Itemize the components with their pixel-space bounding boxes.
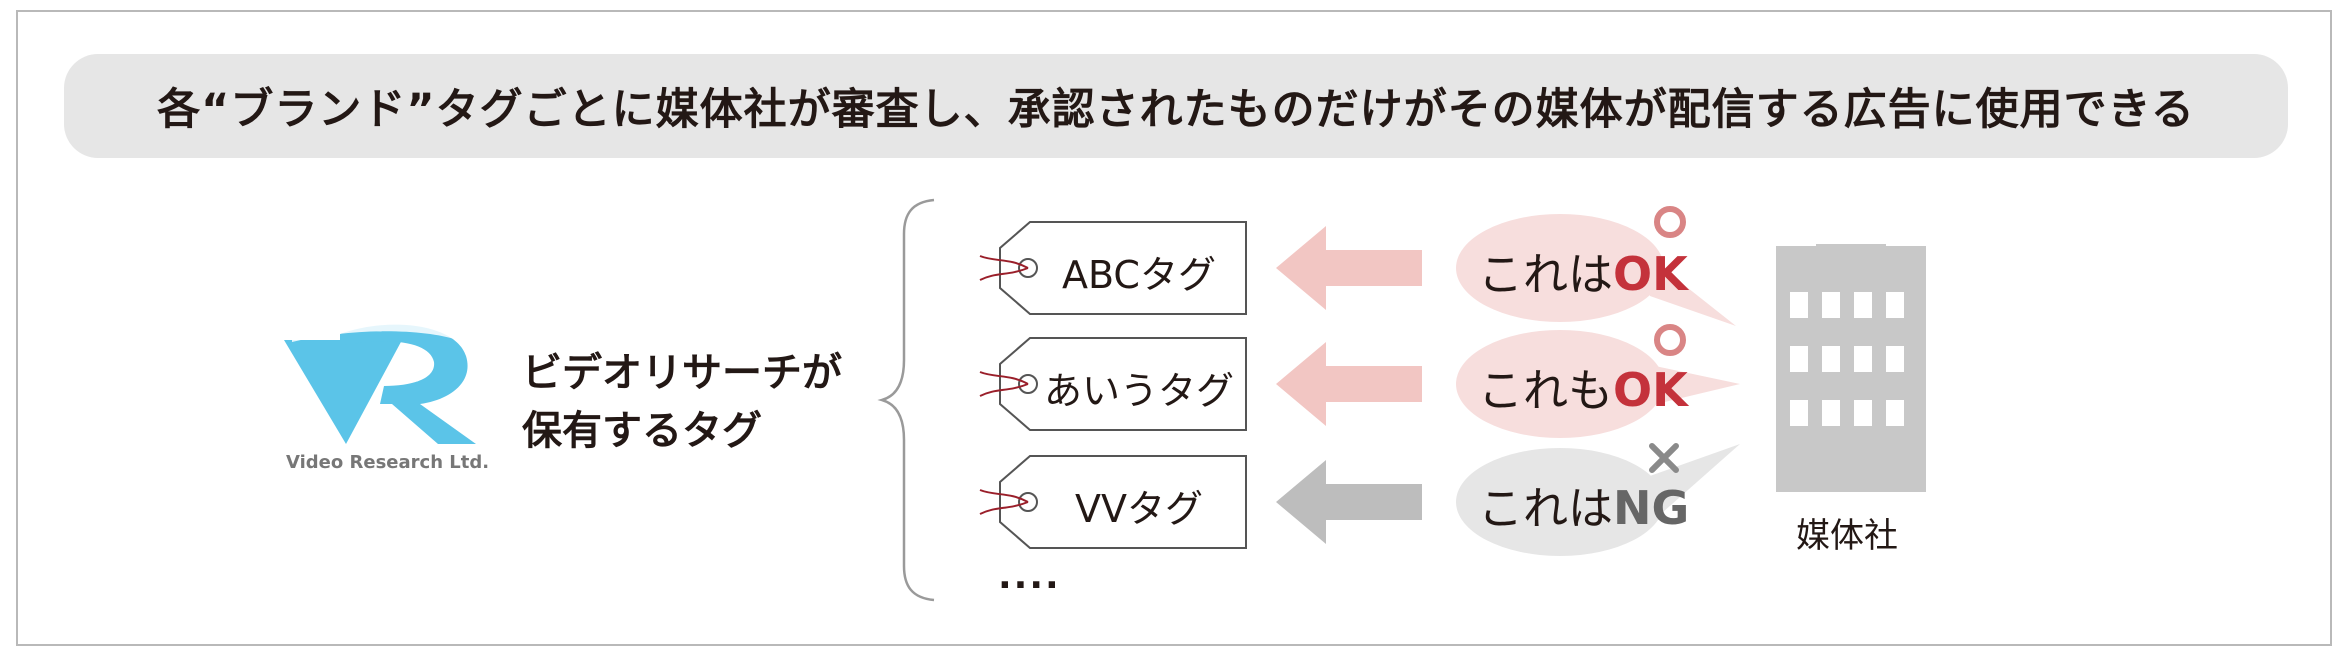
arrow-ok-2 <box>1276 342 1422 426</box>
bubble-ok-2 <box>1456 324 1740 438</box>
review-prefix-1: これは <box>1478 248 1614 301</box>
headline-banner: 各“ブランド”タグごとに媒体社が審査し、承認されたものだけがその媒体が配信する広… <box>64 54 2288 158</box>
review-prefix-3: これは <box>1478 482 1614 535</box>
media-label: 媒体社 <box>1796 516 1898 556</box>
bubble-ng <box>1456 443 1740 556</box>
video-research-logo-icon <box>284 322 476 444</box>
bubble-ok-1 <box>1456 206 1736 326</box>
tag-aiu <box>979 337 1247 431</box>
arrow-ng <box>1276 460 1422 544</box>
tag-label-abc: ABCタグ <box>1062 253 1216 297</box>
tag-abc <box>979 221 1247 315</box>
logo-caption: Video Research Ltd. <box>286 452 490 473</box>
media-building-icon <box>1776 244 1926 492</box>
review-result-2: OK <box>1613 363 1688 417</box>
review-text-2: これもOK <box>1478 354 1688 419</box>
tag-label-aiu: あいうタグ <box>1043 369 1234 413</box>
more-tags-ellipsis: .... <box>998 556 1061 597</box>
curly-brace <box>877 198 935 602</box>
owner-label-line1: ビデオリサーチが <box>522 350 842 396</box>
review-prefix-2: これも <box>1478 364 1614 417</box>
arrow-ok-1 <box>1276 226 1422 310</box>
tag-label-vv: VVタグ <box>1075 487 1203 531</box>
tag-vv <box>979 455 1247 549</box>
review-result-1: OK <box>1613 247 1688 301</box>
owner-label: ビデオリサーチが 保有するタグ <box>522 344 842 460</box>
review-text-3: これはNG <box>1478 472 1689 537</box>
owner-label-line2: 保有するタグ <box>522 408 762 454</box>
review-result-3: NG <box>1613 481 1690 535</box>
headline-text: 各“ブランド”タグごとに媒体社が審査し、承認されたものだけがその媒体が配信する広… <box>157 85 2195 135</box>
review-text-1: これはOK <box>1478 238 1688 303</box>
diagram-frame <box>16 10 2332 646</box>
